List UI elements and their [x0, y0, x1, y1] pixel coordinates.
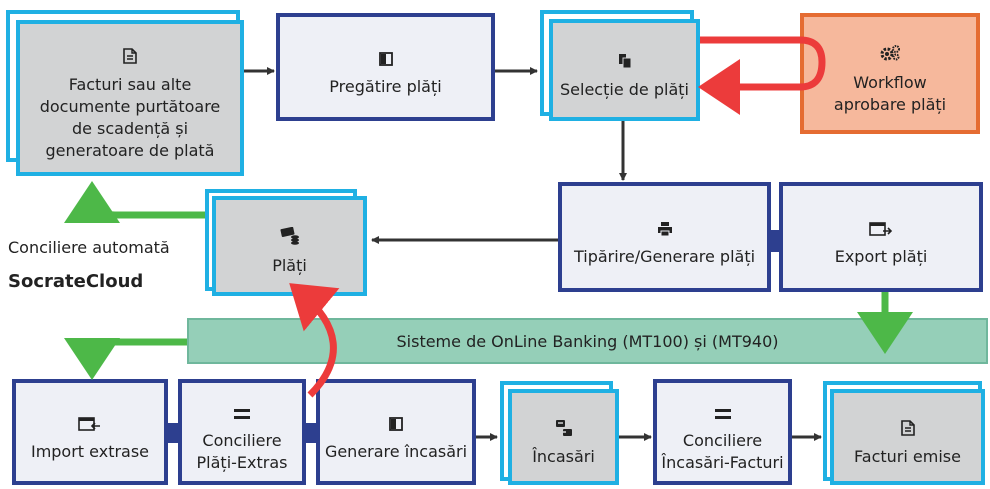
selectie-node[interactable]: Selecție de plăți: [549, 19, 700, 121]
export-node[interactable]: Export plăți: [779, 182, 983, 292]
plati-node[interactable]: Plăți: [212, 196, 367, 296]
arrow-selectie-workflow-loop: [698, 36, 826, 115]
socratecloud-text: SocrateCloud: [8, 271, 144, 292]
incasari-node[interactable]: Încasări: [508, 389, 619, 485]
payment-coins-icon: [279, 215, 300, 245]
arrow-plati-to-docs: [64, 181, 205, 224]
tiparire-label: Tipărire/Generare plăți: [573, 247, 756, 266]
import-node[interactable]: Import extrase: [12, 379, 168, 485]
tiparire-node[interactable]: Tipărire/Generare plăți: [558, 182, 771, 292]
facturi-emise-label: Facturi emise: [854, 447, 961, 466]
board-icon: [389, 401, 403, 431]
connector: [306, 423, 316, 443]
document-icon: [900, 406, 915, 436]
exchange-icon: [555, 406, 572, 436]
generare-node[interactable]: Generare încasări: [316, 379, 476, 485]
plati-label: Plăți: [272, 256, 307, 275]
workflow-label: Workflow aprobare plăți: [833, 72, 947, 114]
import-label: Import extrase: [30, 442, 150, 461]
facturi-emise-node[interactable]: Facturi emise: [830, 389, 985, 485]
printer-icon: [657, 206, 673, 236]
arrow-conciliere-to-plati: [289, 283, 340, 398]
conciliere-plati-label: Conciliere Plăți-Extras: [196, 431, 288, 472]
document-icon: [123, 34, 137, 64]
workflow-node[interactable]: Workflow aprobare plăți: [800, 13, 980, 134]
band-label: Sisteme de OnLine Banking (MT100) și (MT…: [396, 331, 779, 351]
copy-document-icon: [618, 39, 632, 69]
generare-label: Generare încasări: [324, 442, 468, 461]
equals-icon: [234, 390, 250, 420]
incasari-label: Încasări: [532, 447, 595, 466]
export-label: Export plăți: [834, 247, 928, 266]
pregatire-node[interactable]: Pregătire plăți: [276, 13, 495, 121]
facturi-docs-label: Facturi sau alte documente purtătoare de…: [39, 75, 221, 160]
window-import-icon: [78, 401, 102, 431]
conciliere-incasari-node[interactable]: Conciliere Încasări-Facturi: [653, 379, 792, 485]
arrow-banking-to-import: [64, 338, 187, 380]
gears-icon: [879, 32, 901, 62]
facturi-docs-node[interactable]: Facturi sau alte documente purtătoare de…: [16, 20, 244, 176]
connector: [168, 423, 178, 443]
board-icon: [378, 36, 393, 66]
conciliere-incasari-label: Conciliere Încasări-Facturi: [661, 431, 784, 472]
pregatire-label: Pregătire plăți: [329, 77, 442, 96]
window-export-icon: [869, 206, 893, 236]
connector: [771, 230, 779, 252]
equals-icon: [714, 390, 731, 420]
selectie-label: Selecție de plăți: [560, 80, 689, 99]
conciliere-automata-text: Conciliere automată: [8, 238, 170, 257]
conciliere-plati-node[interactable]: Conciliere Plăți-Extras: [178, 379, 306, 485]
